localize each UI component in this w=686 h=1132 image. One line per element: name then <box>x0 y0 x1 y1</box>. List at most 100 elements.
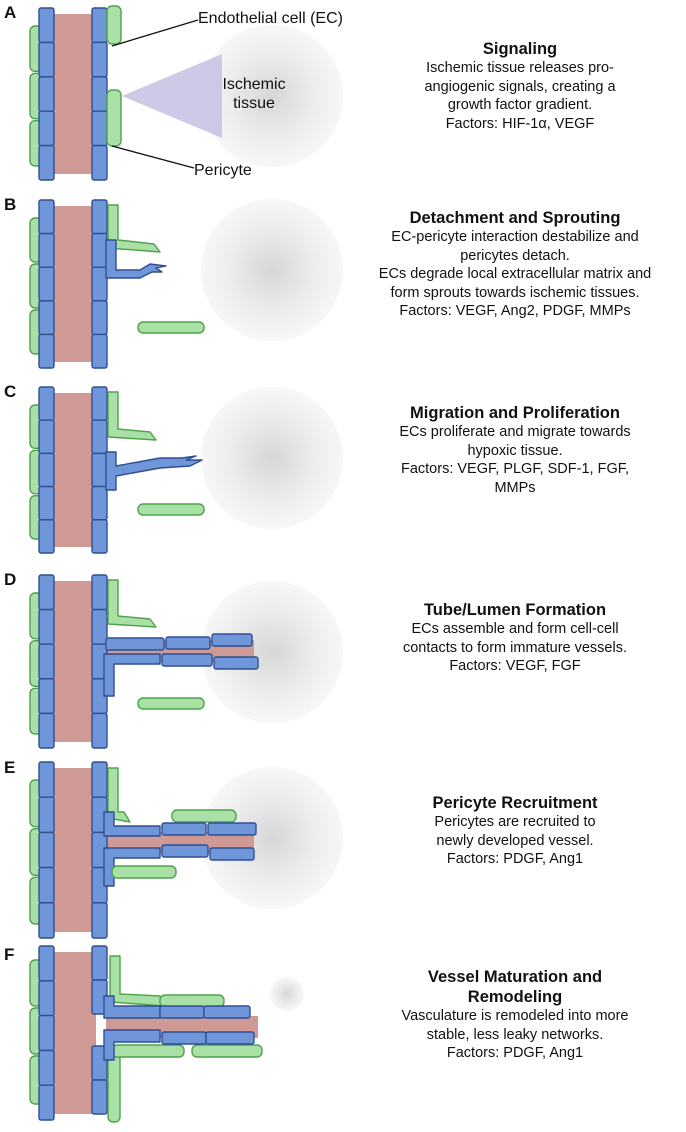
endothelial-cell <box>38 831 55 869</box>
panel-a-title: Signaling <box>482 40 558 58</box>
endothelial-cell <box>91 902 108 939</box>
endothelial-cell <box>38 266 55 302</box>
endothelial-cell <box>91 608 108 645</box>
endothelial-cell <box>38 1084 55 1121</box>
panel-e-text: Pericyte Recruitment Pericytes are recru… <box>365 793 665 869</box>
panel-f-title: Remodeling <box>467 988 563 1006</box>
endothelial-cell <box>165 636 211 650</box>
endothelial-cell <box>203 1005 251 1019</box>
panel-e-line: Factors: PDGF, Ang1 <box>446 851 584 867</box>
pericyte <box>171 809 237 823</box>
panel-b-line: form sprouts towards ischemic tissues. <box>390 284 640 301</box>
endothelial-cell <box>103 1029 161 1061</box>
vessel-lumen <box>52 768 96 932</box>
endothelial-cell <box>91 199 108 235</box>
panel-e-line: Pericytes are recruited to <box>434 814 596 830</box>
panel-f-line: Factors: PDGF, Ang1 <box>446 1045 584 1061</box>
pericyte <box>106 89 122 147</box>
panel-a-line: growth factor gradient. <box>447 97 593 113</box>
endothelial-cell <box>38 574 55 611</box>
endothelial-cell <box>38 110 55 147</box>
panel-e-title: Pericyte Recruitment <box>432 794 598 812</box>
endothelial-cell <box>161 822 207 836</box>
pericyte-pointer <box>111 145 195 169</box>
endothelial-cell <box>38 199 55 235</box>
panel-letter-e: E <box>4 758 16 777</box>
panel-b-title: Detachment and Sprouting <box>409 209 621 227</box>
ischemic-tissue <box>201 387 343 529</box>
endothelial-cell <box>38 678 55 715</box>
endothelial-cell <box>38 519 55 554</box>
endothelial-cell <box>38 7 55 44</box>
panel-letter-d: D <box>4 570 17 589</box>
endothelial-cell <box>38 485 55 521</box>
ischemic-tissue-label: Ischemic tissue <box>214 76 294 113</box>
endothelial-cell <box>91 41 108 78</box>
endothelial-cell <box>38 608 55 645</box>
endothelial-cell <box>211 633 253 647</box>
endothelial-cell <box>159 1005 205 1019</box>
panel-letter-a: A <box>4 3 17 22</box>
panel-f-title: Vessel Maturation and <box>427 968 603 986</box>
endothelial-cell <box>91 386 108 421</box>
endothelial-cell <box>91 712 108 749</box>
endothelial-cell <box>91 1079 108 1115</box>
endothelial-cell <box>205 1031 255 1045</box>
endothelial-cell <box>38 41 55 78</box>
vessel-lumen <box>52 581 96 742</box>
vessel-lumen <box>52 206 96 362</box>
endothelial-cell <box>91 300 108 336</box>
endothelial-cell-pointer <box>111 19 199 47</box>
endothelial-cell <box>38 980 55 1017</box>
endothelial-cell <box>38 76 55 112</box>
pericyte <box>191 1044 263 1058</box>
ischemic-tissue-label-line2: tissue <box>233 94 275 112</box>
ischemic-tissue-label-line1: Ischemic <box>222 76 286 93</box>
endothelial-cell <box>213 656 259 670</box>
pericyte <box>111 865 177 879</box>
panel-letter-f: F <box>4 945 15 964</box>
panel-b-line: EC-pericyte interaction destabilize and <box>391 229 639 245</box>
endothelial-cell <box>91 110 108 147</box>
vessel-lumen <box>52 952 96 1114</box>
endothelial-cell <box>38 386 55 421</box>
endothelial-cell <box>38 1014 55 1052</box>
panel-c-line: ECs proliferate and migrate towards <box>399 424 631 440</box>
endothelial-cell <box>38 232 55 268</box>
ischemic-tissue <box>201 767 343 909</box>
panel-c-line: hypoxic tissue. <box>467 442 563 459</box>
panel-b-line: pericytes detach. <box>460 247 570 264</box>
endothelial-cell <box>38 333 55 369</box>
panel-c-line: MMPs <box>494 479 536 496</box>
vessel-lumen <box>52 14 96 174</box>
panel-d-title: Tube/Lumen Formation <box>423 601 607 619</box>
ischemic-tissue <box>201 25 343 167</box>
ec-sprout <box>105 239 167 279</box>
endothelial-cell <box>91 485 108 521</box>
pericyte <box>137 503 205 516</box>
endothelial-cell <box>91 945 108 981</box>
pericyte <box>106 5 122 45</box>
endothelial-cell <box>161 1031 207 1045</box>
panel-a-text: Signaling Ischemic tissue releases pro- … <box>365 39 675 133</box>
endothelial-cell <box>103 847 161 887</box>
detaching-pericyte <box>107 391 157 441</box>
panel-c-text: Migration and Proliferation ECs prolifer… <box>365 403 665 497</box>
panel-c-line: Factors: VEGF, PLGF, SDF-1, FGF, <box>400 461 629 477</box>
detaching-pericyte <box>107 579 157 628</box>
endothelial-cell <box>103 811 161 837</box>
endothelial-cell <box>103 653 161 697</box>
pericyte-label: Pericyte <box>194 162 252 179</box>
endothelial-cell <box>38 945 55 982</box>
pericyte <box>137 321 205 334</box>
ischemic-tissue <box>201 199 343 341</box>
panel-f-line: Vasculature is remodeled into more <box>401 1008 629 1024</box>
panel-d-line: contacts to form immature vessels. <box>402 639 627 656</box>
endothelial-cell <box>91 266 108 302</box>
endothelial-cell <box>161 844 209 858</box>
endothelial-cell <box>38 300 55 336</box>
vessel-lumen <box>52 393 96 547</box>
growth-factor-gradient <box>122 54 222 138</box>
endothelial-cell <box>91 232 108 268</box>
